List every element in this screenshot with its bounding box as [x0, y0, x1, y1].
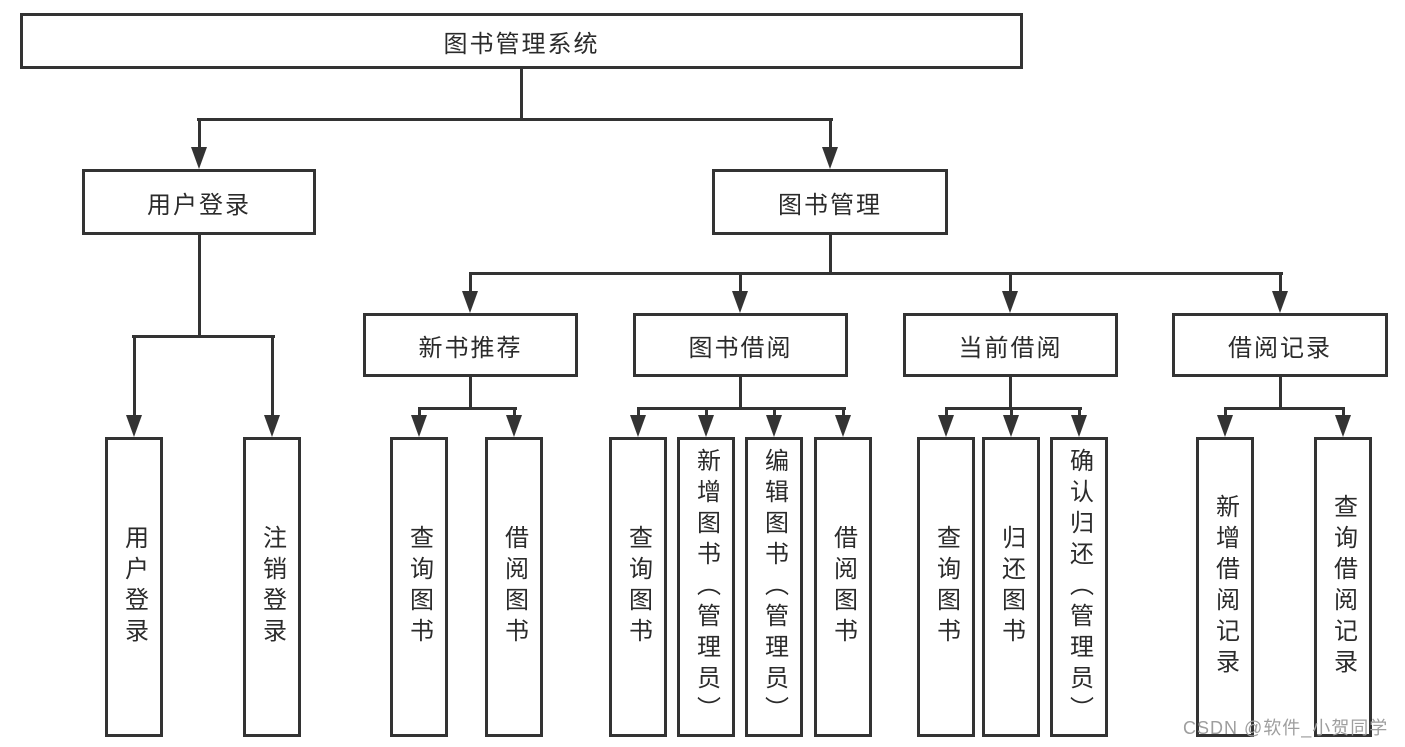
arrowhead-l3-2: [732, 291, 748, 313]
node-book-management: 图书管理: [712, 169, 948, 235]
connector-user-stub: [198, 235, 201, 338]
leaf-borrow-borrow: 借阅图书: [814, 437, 872, 737]
arrowhead-l3-1: [462, 291, 478, 313]
leaf-user-login: 用户登录: [105, 437, 163, 737]
arrow-shaft-borrow-3: [773, 407, 776, 417]
arrowhead-l3-4: [1272, 291, 1288, 313]
leaf-newbook-borrow: 借阅图书: [485, 437, 543, 737]
leaf-user-logout: 注销登录: [243, 437, 301, 737]
arrow-shaft-borrow-4: [842, 407, 845, 417]
node-user-login: 用户登录: [82, 169, 316, 235]
arrow-shaft-l3-4: [1279, 272, 1282, 292]
arrow-shaft-records-2: [1342, 407, 1345, 417]
node-borrow-records: 借阅记录: [1172, 313, 1388, 377]
arrowhead-borrow-1: [630, 415, 646, 437]
arrow-shaft-newbook-1: [418, 407, 421, 417]
connector-l2-branch: [197, 118, 833, 121]
leaf-current-query: 查询图书: [917, 437, 975, 737]
arrow-shaft-user-login: [198, 118, 201, 147]
arrowhead-borrow-3: [766, 415, 782, 437]
node-root: 图书管理系统: [20, 13, 1023, 69]
leaf-current-confirm-return-admin: 确认归还（管理员）: [1050, 437, 1108, 737]
leaf-borrow-query: 查询图书: [609, 437, 667, 737]
arrowhead-current-3: [1071, 415, 1087, 437]
arrowhead-user-leaf2: [264, 415, 280, 437]
connector-current-branch: [945, 407, 1082, 410]
arrow-shaft-user-leaf2: [271, 335, 274, 415]
arrowhead-l3-3: [1002, 291, 1018, 313]
node-current-borrow: 当前借阅: [903, 313, 1118, 377]
arrowhead-records-1: [1217, 415, 1233, 437]
connector-root-stub: [520, 69, 523, 121]
connector-user-branch: [132, 335, 275, 338]
node-new-book-recommend: 新书推荐: [363, 313, 578, 377]
arrowhead-user-leaf1: [126, 415, 142, 437]
arrowhead-borrow-2: [698, 415, 714, 437]
leaf-current-return: 归还图书: [982, 437, 1040, 737]
connector-records-branch: [1224, 407, 1345, 410]
connector-current-stub: [1009, 377, 1012, 410]
arrowhead-book-management: [822, 147, 838, 169]
arrowhead-user-login: [191, 147, 207, 169]
leaf-borrow-edit-admin: 编辑图书（管理员）: [745, 437, 803, 737]
leaf-records-query: 查询借阅记录: [1314, 437, 1372, 737]
leaf-newbook-query: 查询图书: [390, 437, 448, 737]
csdn-watermark: CSDN @软件_小贺同学: [1183, 718, 1389, 738]
leaf-records-add: 新增借阅记录: [1196, 437, 1254, 737]
arrow-shaft-user-leaf1: [133, 335, 136, 415]
connector-l3-branch: [469, 272, 1283, 275]
connector-records-stub: [1279, 377, 1282, 410]
arrow-shaft-records-1: [1224, 407, 1227, 417]
arrow-shaft-l3-2: [739, 272, 742, 292]
node-book-borrow: 图书借阅: [633, 313, 848, 377]
arrow-shaft-current-3: [1078, 407, 1081, 417]
arrow-shaft-l3-1: [469, 272, 472, 292]
leaf-borrow-add-admin: 新增图书（管理员）: [677, 437, 735, 737]
arrowhead-current-1: [938, 415, 954, 437]
connector-borrow-stub: [739, 377, 742, 410]
arrowhead-newbook-1: [411, 415, 427, 437]
arrowhead-borrow-4: [835, 415, 851, 437]
arrow-shaft-current-1: [945, 407, 948, 417]
arrow-shaft-book-management: [829, 118, 832, 147]
arrowhead-records-2: [1335, 415, 1351, 437]
connector-mgmt-stub: [829, 235, 832, 275]
arrow-shaft-borrow-2: [705, 407, 708, 417]
connector-newbook-stub: [469, 377, 472, 410]
connector-borrow-branch: [637, 407, 846, 410]
arrowhead-current-2: [1003, 415, 1019, 437]
arrow-shaft-l3-3: [1009, 272, 1012, 292]
arrowhead-newbook-2: [506, 415, 522, 437]
arrow-shaft-borrow-1: [637, 407, 640, 417]
connector-newbook-branch: [418, 407, 517, 410]
arrow-shaft-newbook-2: [513, 407, 516, 417]
arrow-shaft-current-2: [1010, 407, 1013, 417]
